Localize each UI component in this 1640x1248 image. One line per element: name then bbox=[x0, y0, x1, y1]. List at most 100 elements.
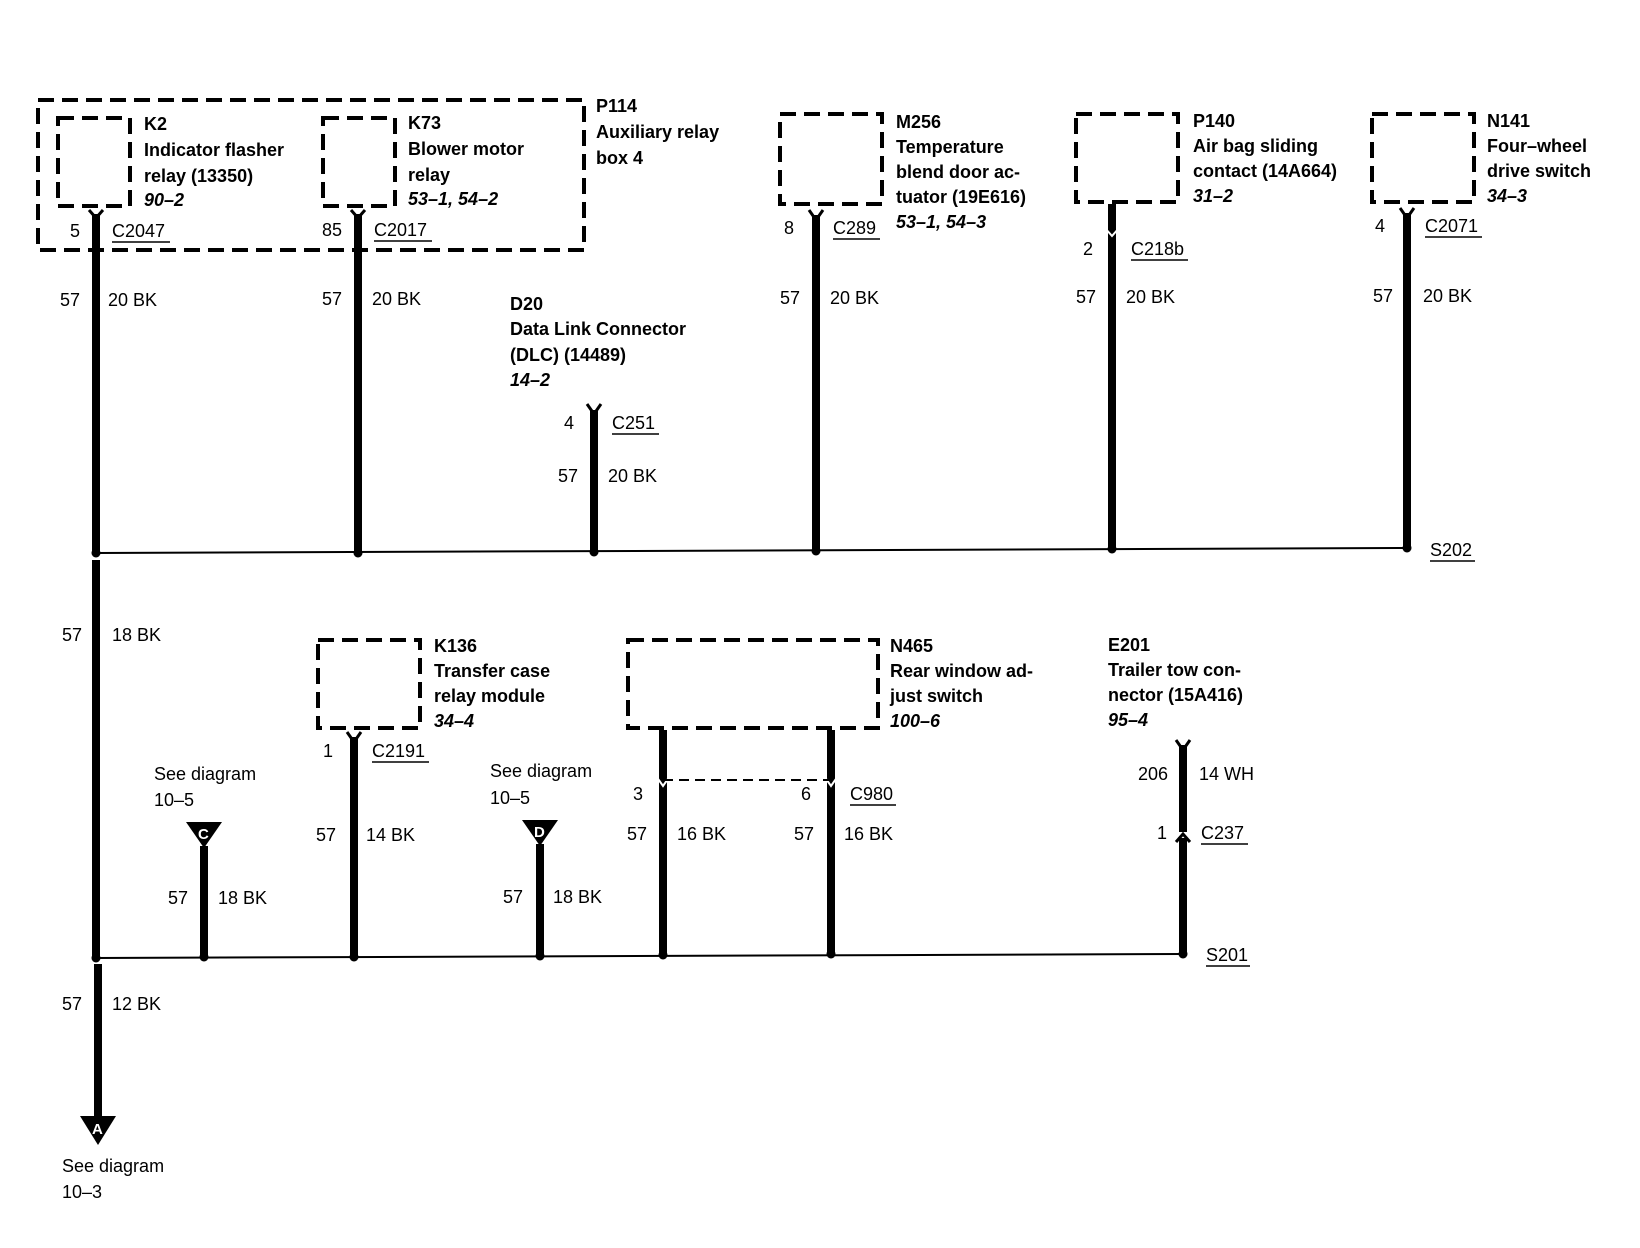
n141-desc-1: Four–wheel bbox=[1487, 136, 1587, 156]
d20-desc-2: (DLC) (14489) bbox=[510, 345, 626, 365]
p140-desc-1: Air bag sliding bbox=[1193, 136, 1318, 156]
m256-wire-spec: 20 BK bbox=[830, 288, 879, 308]
k73-connector: C2017 bbox=[374, 220, 427, 240]
k73-ref: 53–1, 54–2 bbox=[408, 189, 498, 209]
s202-node-n141 bbox=[1402, 543, 1412, 553]
k136-connector: C2191 bbox=[372, 741, 425, 761]
n465-wire-spec-a: 16 BK bbox=[677, 824, 726, 844]
k73-id: K73 bbox=[408, 113, 441, 133]
trunk-low-circuit: 57 bbox=[62, 994, 82, 1014]
k73-circuit: 57 bbox=[322, 289, 342, 309]
k136-id: K136 bbox=[434, 636, 477, 656]
k73-desc-1: Blower motor bbox=[408, 139, 524, 159]
n465-wire-spec-b: 16 BK bbox=[844, 824, 893, 844]
p140-ref: 31–2 bbox=[1193, 186, 1233, 206]
p114-id: P114 bbox=[596, 96, 637, 116]
k136-desc-2: relay module bbox=[434, 686, 545, 706]
k2-id: K2 bbox=[144, 114, 167, 134]
e201-desc-1: Trailer tow con- bbox=[1108, 660, 1241, 680]
k2-ref: 90–2 bbox=[144, 190, 184, 210]
s202-node-k2 bbox=[91, 548, 101, 558]
s201-node-n465-b bbox=[826, 949, 836, 959]
s202-node-p140 bbox=[1107, 544, 1117, 554]
s202-node-d20 bbox=[589, 547, 599, 557]
n141-ref: 34–3 bbox=[1487, 186, 1527, 206]
offpage-c-letter[interactable]: C bbox=[198, 826, 209, 843]
n141-circuit: 57 bbox=[1373, 286, 1393, 306]
offpage-d-triangle bbox=[522, 820, 558, 846]
s202-node-k73 bbox=[353, 548, 363, 558]
offpage-d-desc-1: See diagram bbox=[490, 761, 592, 781]
s201-node-trunk bbox=[91, 953, 101, 963]
offpage-a-letter[interactable]: A bbox=[92, 1121, 103, 1138]
m256-circuit: 57 bbox=[780, 288, 800, 308]
p140-wire-spec: 20 BK bbox=[1126, 287, 1175, 307]
m256-connector: C289 bbox=[833, 218, 876, 238]
k73-desc-2: relay bbox=[408, 165, 450, 185]
n465-desc-2: just switch bbox=[889, 686, 983, 706]
p140-connector: C218b bbox=[1131, 239, 1184, 259]
n141-connector: C2071 bbox=[1425, 216, 1478, 236]
d20-id: D20 bbox=[510, 294, 543, 314]
k2-desc-2: relay (13350) bbox=[144, 166, 253, 186]
k73-wire-spec: 20 BK bbox=[372, 289, 421, 309]
offpage-d-wire-spec: 18 BK bbox=[553, 887, 602, 907]
n141-wire-spec: 20 BK bbox=[1423, 286, 1472, 306]
e201-id: E201 bbox=[1108, 635, 1150, 655]
offpage-d-desc-2: 10–5 bbox=[490, 788, 530, 808]
p140-id: P140 bbox=[1193, 111, 1235, 131]
m256-desc-2: blend door ac- bbox=[896, 162, 1020, 182]
s202-label: S202 bbox=[1430, 540, 1472, 560]
m256-box bbox=[778, 112, 884, 206]
offpage-c-triangle bbox=[186, 822, 222, 848]
trunk-mid-wire-spec: 18 BK bbox=[112, 625, 161, 645]
k73-pin: 85 bbox=[322, 220, 342, 240]
p114-box bbox=[36, 98, 586, 252]
k136-pin: 1 bbox=[323, 741, 333, 761]
n465-connector: C980 bbox=[850, 784, 893, 804]
d20-ref: 14–2 bbox=[510, 370, 550, 390]
offpage-d-letter[interactable]: D bbox=[534, 824, 545, 841]
offpage-c-desc-2: 10–5 bbox=[154, 790, 194, 810]
m256-id: M256 bbox=[896, 112, 941, 132]
p114-desc-2: box 4 bbox=[596, 148, 643, 168]
s201-node-k136 bbox=[349, 952, 359, 962]
p140-connector-fork bbox=[1104, 227, 1120, 238]
s201-bus bbox=[95, 953, 1184, 959]
s201-label: S201 bbox=[1206, 945, 1248, 965]
n141-box bbox=[1370, 112, 1476, 204]
m256-desc-1: Temperature bbox=[896, 137, 1004, 157]
p140-box bbox=[1074, 112, 1180, 204]
s201-node-c bbox=[199, 952, 209, 962]
n465-id: N465 bbox=[890, 636, 933, 656]
d20-circuit: 57 bbox=[558, 466, 578, 486]
p140-pin: 2 bbox=[1083, 239, 1093, 259]
n465-pin-a: 3 bbox=[633, 784, 643, 804]
trunk-mid-circuit: 57 bbox=[62, 625, 82, 645]
k2-wire-spec: 20 BK bbox=[108, 290, 157, 310]
n141-pin: 4 bbox=[1375, 216, 1385, 236]
m256-desc-3: tuator (19E616) bbox=[896, 187, 1026, 207]
offpage-c-wire-spec: 18 BK bbox=[218, 888, 267, 908]
k136-desc-1: Transfer case bbox=[434, 661, 550, 681]
n141-desc-2: drive switch bbox=[1487, 161, 1591, 181]
d20-desc-1: Data Link Connector bbox=[510, 319, 686, 339]
k2-circuit: 57 bbox=[60, 290, 80, 310]
s202-node-m256 bbox=[811, 546, 821, 556]
e201-desc-2: nector (15A416) bbox=[1108, 685, 1243, 705]
k73-box bbox=[321, 116, 397, 208]
e201-pin-top: 206 bbox=[1138, 764, 1168, 784]
d20-connector: C251 bbox=[612, 413, 655, 433]
k136-wire-spec: 14 BK bbox=[366, 825, 415, 845]
n465-circuit-a: 57 bbox=[627, 824, 647, 844]
e201-wire-spec: 14 WH bbox=[1199, 764, 1254, 784]
e201-ref: 95–4 bbox=[1108, 710, 1148, 730]
s201-node-e201 bbox=[1178, 949, 1188, 959]
k136-circuit: 57 bbox=[316, 825, 336, 845]
n465-pin-b: 6 bbox=[801, 784, 811, 804]
k2-pin: 5 bbox=[70, 221, 80, 241]
trunk-low-wire-spec: 12 BK bbox=[112, 994, 161, 1014]
offpage-a-desc-1: See diagram bbox=[62, 1156, 164, 1176]
p114-desc-1: Auxiliary relay bbox=[596, 122, 719, 142]
